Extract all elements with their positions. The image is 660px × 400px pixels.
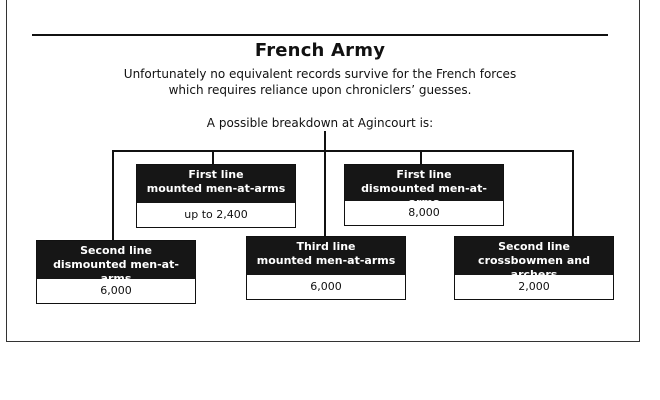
unit-box-second-line-dismounted: Second line dismounted men-at-arms 6,000 [36, 240, 196, 304]
top-rule [32, 34, 608, 36]
unit-role-label: dismounted men-at-arms [53, 258, 179, 285]
unit-role-label: crossbowmen and archers [478, 254, 590, 281]
connector-bar-upper [112, 150, 574, 152]
unit-line-label: Third line [296, 240, 356, 253]
subtitle-line-2: which requires reliance upon chroniclers… [168, 83, 472, 97]
unit-box-first-line-dismounted: First line dismounted men-at-arms 8,000 [344, 164, 504, 226]
connector-trunk [324, 131, 326, 151]
breakdown-lead: A possible breakdown at Agincourt is: [206, 116, 434, 130]
subtitle-line-1: Unfortunately no equivalent records surv… [123, 67, 517, 81]
connector-drop-right [572, 150, 574, 238]
unit-header: Third line mounted men-at-arms [247, 237, 405, 275]
unit-box-first-line-mounted: First line mounted men-at-arms up to 2,4… [136, 164, 296, 228]
unit-role-label: mounted men-at-arms [146, 182, 286, 195]
diagram-subtitle: Unfortunately no equivalent records surv… [0, 66, 640, 98]
unit-line-label: Second line [80, 244, 152, 257]
unit-role-label: mounted men-at-arms [256, 254, 396, 267]
unit-count: 2,000 [518, 280, 550, 293]
connector-drop-center [324, 150, 326, 238]
unit-line-label: Second line [498, 240, 570, 253]
unit-box-third-line-mounted: Third line mounted men-at-arms 6,000 [246, 236, 406, 300]
unit-role-label: dismounted men-at-arms [361, 182, 487, 209]
unit-line-label: First line [188, 168, 244, 181]
unit-line-label: First line [396, 168, 452, 181]
unit-count: 6,000 [100, 284, 132, 297]
diagram-title: French Army [254, 40, 386, 61]
connector-drop-mid-left [212, 150, 214, 164]
connector-drop-left [112, 150, 114, 242]
unit-count: 6,000 [310, 280, 342, 293]
page-frame [6, 0, 640, 342]
connector-drop-mid-right [420, 150, 422, 164]
unit-header: Second line dismounted men-at-arms [37, 241, 195, 285]
unit-header: First line mounted men-at-arms [137, 165, 295, 203]
unit-count: up to 2,400 [184, 208, 248, 221]
unit-header: Second line crossbowmen and archers [455, 237, 613, 281]
unit-box-second-line-missile: Second line crossbowmen and archers 2,00… [454, 236, 614, 300]
unit-header: First line dismounted men-at-arms [345, 165, 503, 209]
unit-count: 8,000 [408, 206, 440, 219]
